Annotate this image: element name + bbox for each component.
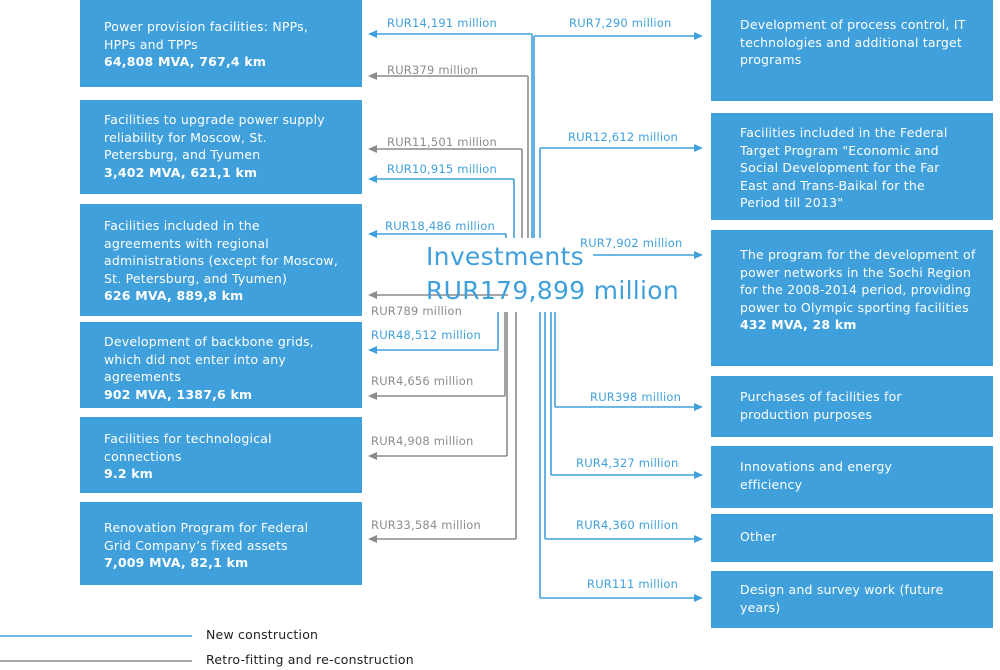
legend-label-retro: Retro-fitting and re-construction xyxy=(206,652,414,667)
left-flow-4-label: RUR10,915 million xyxy=(387,162,497,176)
right-flow-4-label: RUR398 million xyxy=(590,390,682,404)
legend-label-new: New construction xyxy=(206,627,319,642)
left-flow-8 xyxy=(376,312,506,397)
right-box-3-description: The program for the development of power… xyxy=(740,247,976,315)
right-flow-5-arrowhead xyxy=(694,471,703,479)
left-box-5: Facilities for technological connections… xyxy=(80,417,362,493)
left-flow-7 xyxy=(376,312,499,351)
right-box-3-value: 432 MVA, 28 km xyxy=(740,317,857,332)
left-box-4-description: Development of backbone grids, which did… xyxy=(104,334,314,384)
left-box-6: Renovation Program for Federal Grid Comp… xyxy=(80,502,362,585)
right-box-4: Purchases of facilities for production p… xyxy=(711,376,993,437)
left-box-2: Facilities to upgrade power supply relia… xyxy=(80,100,362,194)
right-box-2: Facilities included in the Federal Targe… xyxy=(711,113,993,220)
right-box-2-description: Facilities included in the Federal Targe… xyxy=(740,125,948,210)
left-flow-10-label: RUR33,584 million xyxy=(371,518,481,532)
left-box-4-value: 902 MVA, 1387,6 km xyxy=(104,386,253,402)
right-flow-2-arrowhead xyxy=(694,144,703,152)
left-flow-5-label: RUR18,486 million xyxy=(385,219,495,233)
right-flow-6-arrowhead xyxy=(694,535,703,543)
right-box-4-description: Purchases of facilities for production p… xyxy=(740,389,902,422)
right-box-6: Other xyxy=(711,514,993,562)
left-box-2-description: Facilities to upgrade power supply relia… xyxy=(104,112,325,162)
center-title-line2: RUR179,899 million xyxy=(426,276,680,305)
left-flow-6-label: RUR789 million xyxy=(371,304,463,318)
right-flow-3-label: RUR7,902 million xyxy=(580,236,683,250)
left-flow-9-label: RUR4,908 million xyxy=(371,434,474,448)
right-flow-1 xyxy=(533,35,695,238)
right-flow-1-arrowhead xyxy=(694,32,703,40)
left-flow-1 xyxy=(376,33,533,238)
left-flow-4 xyxy=(376,178,515,238)
left-box-5-value: 9.2 km xyxy=(104,466,154,481)
left-flow-6-arrowhead xyxy=(368,291,377,299)
right-flow-7-arrowhead xyxy=(694,594,703,602)
left-flow-5-arrowhead xyxy=(368,230,377,238)
left-flow-7-arrowhead xyxy=(368,346,377,354)
left-flow-3-label: RUR11,501 million xyxy=(387,135,497,149)
right-flow-6-label: RUR4,360 million xyxy=(576,518,679,532)
right-flow-3-arrowhead xyxy=(694,251,703,259)
left-flow-10-arrowhead xyxy=(368,535,377,543)
left-flow-4-arrowhead xyxy=(368,175,377,183)
left-flow-3 xyxy=(376,148,523,238)
left-flow-7-label: RUR48,512 million xyxy=(371,328,481,342)
right-flow-2 xyxy=(539,147,695,238)
right-box-7: Design and survey work (future years) xyxy=(711,571,993,628)
left-flow-2-arrowhead xyxy=(368,72,377,80)
left-box-4: Development of backbone grids, which did… xyxy=(80,322,362,408)
right-flow-1-label: RUR7,290 million xyxy=(569,16,672,30)
left-flow-9-arrowhead xyxy=(368,452,377,460)
right-box-7-description: Design and survey work (future years) xyxy=(740,582,944,615)
left-box-3-description: Facilities included in the agreements wi… xyxy=(104,218,339,286)
left-flow-1-label: RUR14,191 million xyxy=(387,16,497,30)
left-flow-5 xyxy=(376,233,507,238)
left-box-6-value: 7,009 MVA, 82,1 km xyxy=(104,555,249,570)
left-box-5-description: Facilities for technological connections xyxy=(104,431,272,464)
left-flow-10 xyxy=(376,312,517,540)
left-box-2-value: 3,402 MVA, 621,1 km xyxy=(104,164,258,180)
right-flow-7-label: RUR111 million xyxy=(587,577,679,591)
right-flow-5 xyxy=(550,312,695,476)
right-box-5: Innovations and energy efficiency xyxy=(711,446,993,508)
right-box-6-description: Other xyxy=(740,529,777,544)
right-flow-6 xyxy=(544,312,695,540)
right-flow-5-label: RUR4,327 million xyxy=(576,456,679,470)
left-flow-2-label: RUR379 million xyxy=(387,63,479,77)
left-box-3: Facilities included in the agreements wi… xyxy=(80,204,362,316)
right-flow-2-label: RUR12,612 million xyxy=(568,130,678,144)
right-flow-4-arrowhead xyxy=(694,403,703,411)
left-flow-8-label: RUR4,656 million xyxy=(371,374,474,388)
left-box-1: Power provision facilities: NPPs, HPPs a… xyxy=(80,0,362,87)
left-flow-8-arrowhead xyxy=(368,392,377,400)
left-box-1-value: 64,808 MVA, 767,4 km xyxy=(104,54,267,69)
left-flow-9 xyxy=(376,312,508,457)
left-flow-1-arrowhead xyxy=(368,30,377,38)
right-flow-7 xyxy=(539,312,695,599)
left-flow-3-arrowhead xyxy=(368,145,377,153)
right-flow-4 xyxy=(554,312,695,408)
left-box-3-value: 626 MVA, 889,8 km xyxy=(104,288,244,303)
right-box-3: The program for the development of power… xyxy=(711,230,993,366)
right-box-5-description: Innovations and energy efficiency xyxy=(740,459,893,492)
center-title-line1: Investments xyxy=(426,242,584,271)
right-box-1: Development of process control, IT techn… xyxy=(711,0,993,101)
right-box-1-description: Development of process control, IT techn… xyxy=(740,17,966,67)
left-box-6-description: Renovation Program for Federal Grid Comp… xyxy=(104,520,309,553)
left-flow-2 xyxy=(376,75,529,238)
left-box-1-description: Power provision facilities: NPPs, HPPs a… xyxy=(104,19,309,52)
